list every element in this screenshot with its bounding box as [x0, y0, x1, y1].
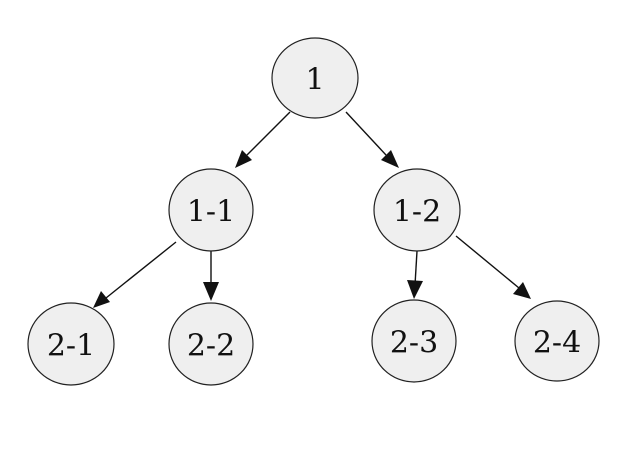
node-2-1: 2-1 [27, 302, 115, 386]
node-label: 1-2 [393, 195, 441, 230]
arrowhead-icon [203, 282, 219, 301]
node-1: 1 [271, 37, 359, 119]
node-circle [371, 299, 457, 383]
edge-line [455, 235, 520, 289]
node-1-2: 1-2 [373, 168, 461, 252]
node-circle [27, 302, 115, 386]
node-label: 1 [305, 63, 324, 98]
arrowhead-icon [381, 150, 399, 168]
edge-1-to-1-2 [345, 111, 399, 168]
node-circle [271, 37, 359, 119]
node-2-2: 2-2 [168, 302, 254, 386]
node-label: 2-3 [390, 326, 438, 361]
node-circle [514, 300, 600, 382]
node-circle [373, 168, 461, 252]
edge-line [345, 111, 387, 156]
edge-1-1-to-2-1 [93, 241, 177, 308]
node-2-4: 2-4 [514, 300, 600, 382]
edge-line [246, 111, 291, 156]
node-circle [168, 302, 254, 386]
edge-1-2-to-2-4 [455, 235, 531, 299]
arrowhead-icon [235, 150, 252, 168]
node-1-1: 1-1 [168, 168, 254, 252]
node-label: 1-1 [187, 195, 235, 230]
nodes: 1 1-1 1-2 2-1 2-2 2-3 2-4 [27, 37, 600, 386]
edge-line [105, 241, 177, 299]
edge-line [414, 250, 418, 286]
edges [93, 111, 531, 308]
node-circle [168, 168, 254, 252]
edge-1-1-to-2-2 [203, 251, 219, 301]
arrowhead-icon [93, 291, 110, 308]
node-label: 2-2 [187, 329, 235, 364]
arrowhead-icon [407, 280, 423, 299]
arrowhead-icon [513, 282, 531, 299]
node-2-3: 2-3 [371, 299, 457, 383]
edge-1-2-to-2-3 [407, 250, 423, 299]
node-label: 2-4 [533, 326, 581, 361]
edge-1-to-1-1 [235, 111, 291, 168]
node-label: 2-1 [47, 329, 95, 364]
